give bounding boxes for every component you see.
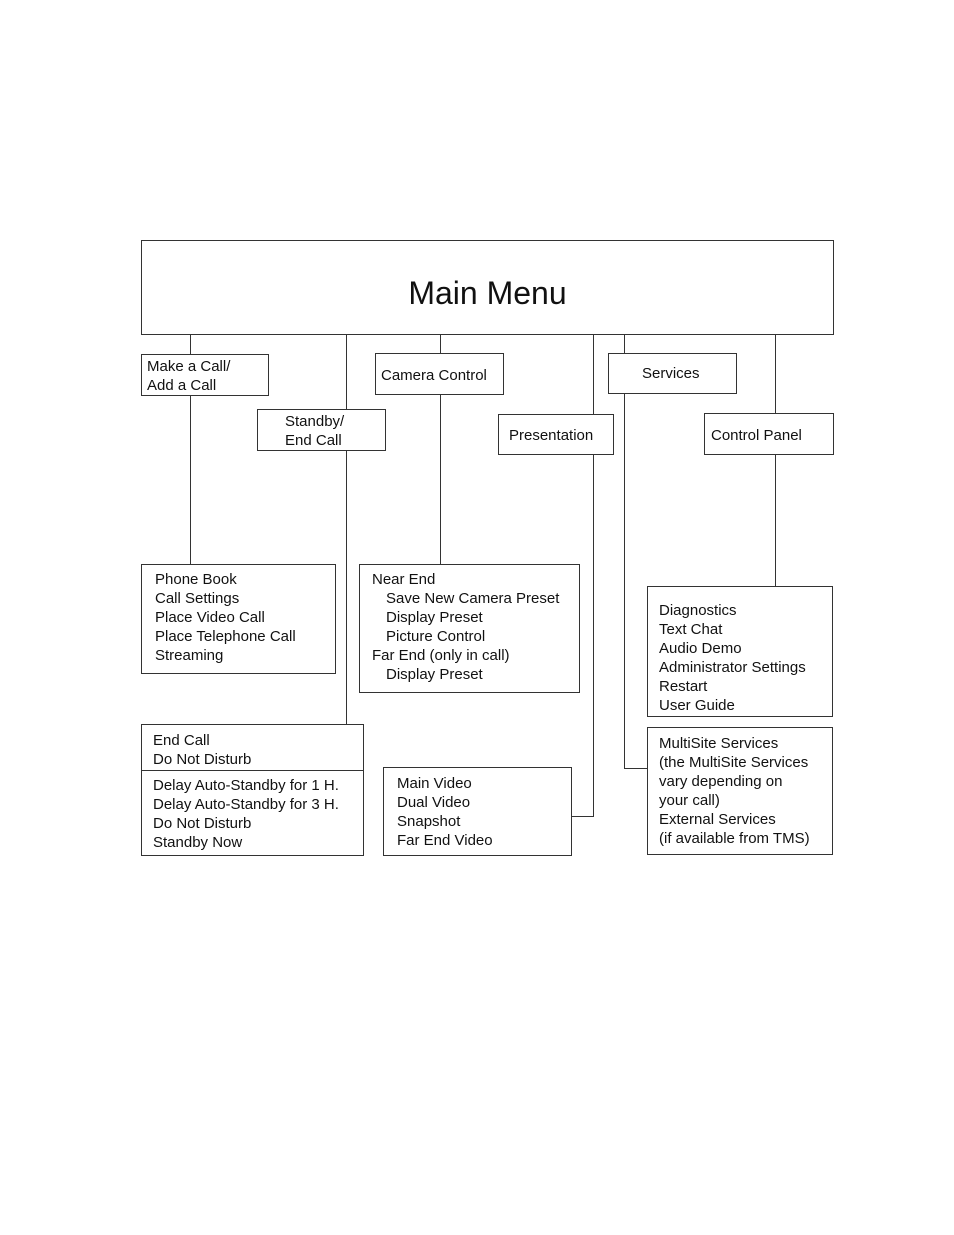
list-item: Place Video Call (155, 609, 265, 626)
control-panel-options-list: Diagnostics Text Chat Audio Demo Adminis… (647, 586, 833, 717)
list-item: Restart (659, 678, 708, 695)
list-item: Text Chat (659, 621, 723, 638)
list-item: Place Telephone Call (155, 628, 296, 645)
services-label: Services (642, 365, 700, 382)
list-item: Far End (only in call) (372, 647, 510, 664)
list-item: Streaming (155, 647, 224, 664)
connector-make-call (190, 334, 191, 564)
standby-options-list: Delay Auto-Standby for 1 H. Delay Auto-S… (141, 770, 364, 856)
list-item: Picture Control (386, 628, 486, 645)
make-call-label-1: Make a Call/ (147, 358, 231, 375)
control-panel-node: Control Panel (704, 413, 834, 455)
presentation-node: Presentation (498, 414, 614, 455)
connector-services (624, 393, 625, 769)
list-item: MultiSite Services (659, 735, 779, 752)
connector-services-elbow (624, 768, 648, 769)
standby-label-1: Standby/ (285, 413, 345, 430)
list-item: Display Preset (386, 609, 483, 626)
list-item: Delay Auto-Standby for 3 H. (153, 796, 339, 813)
list-item: Standby Now (153, 834, 243, 851)
main-menu-box: Main Menu (141, 240, 834, 335)
control-panel-label: Control Panel (711, 427, 802, 444)
list-item: Do Not Disturb (153, 751, 252, 768)
connector-services-top (624, 334, 625, 354)
call-options-list: Phone Book Call Settings Place Video Cal… (141, 564, 336, 674)
camera-control-label: Camera Control (381, 367, 487, 384)
list-item: End Call (153, 732, 210, 749)
list-item: Delay Auto-Standby for 1 H. (153, 777, 339, 794)
list-item: (if available from TMS) (659, 830, 810, 847)
list-item: Administrator Settings (659, 659, 806, 676)
list-item: Phone Book (155, 571, 237, 588)
list-item: Dual Video (397, 794, 471, 811)
make-call-label-2: Add a Call (147, 377, 217, 394)
make-call-node: Make a Call/ Add a Call (141, 354, 269, 396)
end-call-options-list: End Call Do Not Disturb (141, 724, 364, 771)
list-item: Near End (372, 571, 436, 588)
main-menu-title: Main Menu (408, 275, 567, 311)
services-options-list: MultiSite Services (the MultiSite Servic… (647, 727, 833, 855)
list-item: Far End Video (397, 832, 493, 849)
list-item: External Services (659, 811, 776, 828)
standby-node: Standby/ End Call (257, 409, 386, 451)
presentation-options-list: Main Video Dual Video Snapshot Far End V… (383, 767, 572, 856)
list-item: Main Video (397, 775, 472, 792)
list-item: (the MultiSite Services (659, 754, 809, 771)
presentation-label: Presentation (509, 427, 594, 444)
connector-control-panel (775, 334, 776, 587)
standby-label-2: End Call (285, 432, 342, 449)
list-item: Diagnostics (659, 602, 737, 619)
list-item: Display Preset (386, 666, 483, 683)
list-item: Audio Demo (659, 640, 742, 657)
connector-presentation (593, 332, 594, 817)
connector-presentation-elbow (571, 816, 594, 817)
connector-camera (440, 334, 441, 565)
list-item: Do Not Disturb (153, 815, 252, 832)
services-node: Services (608, 353, 737, 394)
list-item: Save New Camera Preset (386, 590, 560, 607)
list-item: your call) (659, 792, 720, 809)
list-item: Call Settings (155, 590, 240, 607)
list-item: Snapshot (397, 813, 461, 830)
list-item: User Guide (659, 697, 735, 714)
camera-options-list: Near End Save New Camera Preset Display … (359, 564, 580, 693)
camera-control-node: Camera Control (375, 353, 504, 395)
list-item: vary depending on (659, 773, 783, 790)
connector-standby (346, 334, 347, 725)
